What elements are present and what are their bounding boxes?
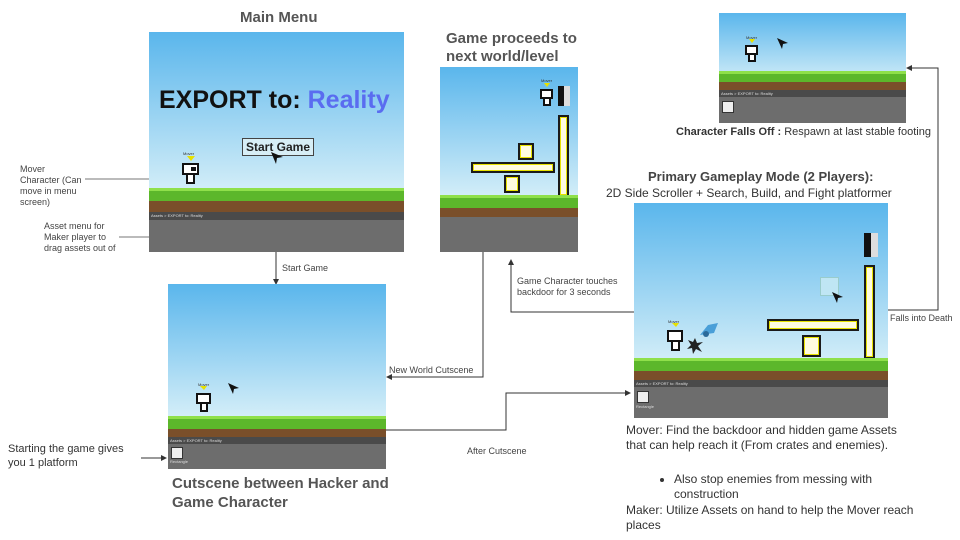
- bullet-list: Also stop enemies from messing with cons…: [654, 472, 904, 502]
- new-world-arrow: [386, 252, 484, 380]
- gameplay-mover-tag: Mover: [668, 319, 680, 324]
- next-world-screen: Mover: [440, 67, 578, 252]
- mover-tag: Mover: [183, 151, 195, 156]
- mover-character-label: Mover Character (Can move in menu screen…: [20, 164, 82, 207]
- next-world-mover-tag: Mover: [541, 78, 553, 83]
- cutscene-mover-tag: Mover: [198, 382, 210, 387]
- next-world-mover-icon: [540, 83, 553, 106]
- starting-game-label: Starting the game gives you 1 platform: [8, 443, 124, 469]
- falls-off-bold: Character Falls Off :: [676, 126, 782, 138]
- cutscene-cursor-icon: [228, 383, 239, 394]
- gameplay-vertical-platform: [864, 265, 875, 359]
- hacker-icon: [700, 323, 718, 337]
- mover-character-icon: [182, 156, 199, 184]
- falls-off-screen: Mover Assets > EXPORT to: Reality: [719, 13, 906, 123]
- falls-off-mover-tag: Mover: [746, 35, 758, 40]
- small-block: [518, 143, 534, 160]
- bullet-item: Also stop enemies from messing with cons…: [674, 472, 904, 502]
- gameplay-horizontal-platform: [767, 319, 859, 331]
- cutscene-mover-icon: [196, 386, 211, 412]
- gameplay-item-label: Rectangle: [636, 404, 655, 409]
- mover-description: Mover: Find the backdoor and hidden game…: [626, 423, 897, 452]
- rectangle-asset-icon[interactable]: [722, 101, 734, 113]
- falls-off-mover-icon: [745, 39, 758, 62]
- gameplay-mover-icon: [667, 323, 683, 351]
- falls-death-arrow: [888, 65, 939, 311]
- ghost-block[interactable]: [820, 277, 839, 296]
- cutscene-asset-bar: Assets > EXPORT to: Reality: [168, 437, 386, 444]
- backdoor-icon: [558, 86, 570, 106]
- gameplay-block: [802, 335, 821, 357]
- backdoor-label: Game Character touches backdoor for 3 se…: [517, 276, 618, 297]
- main-menu-screen: EXPORT to: Reality Start Game Mover Asse…: [149, 32, 404, 252]
- gameplay-rectangle-asset-icon[interactable]: [637, 391, 649, 403]
- gameplay-screen: Mover Assets > EXPORT to: Reality Rectan…: [634, 203, 888, 418]
- horizontal-platform: [471, 162, 555, 173]
- enemy-icon: [687, 338, 703, 354]
- gameplay-backdoor-icon: [864, 233, 878, 257]
- export-title-b: Reality: [307, 86, 390, 114]
- cutscene-screen: Mover Assets > EXPORT to: Reality Rectan…: [168, 284, 386, 469]
- gameplay-cursor-icon: [832, 292, 843, 303]
- cutscene-rectangle-asset-icon[interactable]: [171, 447, 183, 459]
- new-world-label: New World Cutscene: [389, 365, 474, 375]
- falls-off-rest: Respawn at last stable footing: [781, 126, 931, 138]
- cutscene-item-label: Rectangle: [170, 459, 189, 464]
- small-block: [504, 175, 520, 193]
- vertical-platform: [558, 115, 569, 197]
- asset-menu-label: Asset menu for Maker player to drag asse…: [44, 221, 116, 253]
- export-title-a: EXPORT to:: [159, 86, 301, 114]
- falls-off-cursor-icon: [777, 38, 788, 49]
- gameplay-asset-bar: Assets > EXPORT to: Reality: [634, 380, 888, 387]
- main-menu-title: Main Menu: [240, 9, 318, 26]
- falls-off-caption: Character Falls Off : Respawn at last st…: [676, 126, 931, 138]
- next-world-title: Game proceeds to next world/level: [446, 30, 577, 65]
- start-game-label: Start Game: [282, 263, 329, 273]
- after-cutscene-arrow: [386, 390, 631, 431]
- asset-bar: Assets > EXPORT to: Reality: [149, 212, 404, 220]
- start-game-button[interactable]: Start Game: [242, 138, 315, 156]
- backdoor-arrow: [508, 259, 634, 313]
- export-title: EXPORT to: Reality: [159, 86, 390, 115]
- gameplay-title: Primary Gameplay Mode (2 Players):: [648, 169, 874, 184]
- falls-off-asset-bar: Assets > EXPORT to: Reality: [719, 90, 906, 97]
- falls-death-label: Falls into Death: [890, 313, 953, 323]
- gameplay-subtitle: 2D Side Scroller + Search, Build, and Fi…: [606, 186, 892, 200]
- maker-description: Maker: Utilize Assets on hand to help th…: [626, 503, 914, 532]
- cutscene-title: Cutscene between Hacker and Game Charact…: [172, 475, 389, 511]
- after-cutscene-label: After Cutscene: [467, 446, 527, 456]
- cursor-icon: [271, 152, 283, 164]
